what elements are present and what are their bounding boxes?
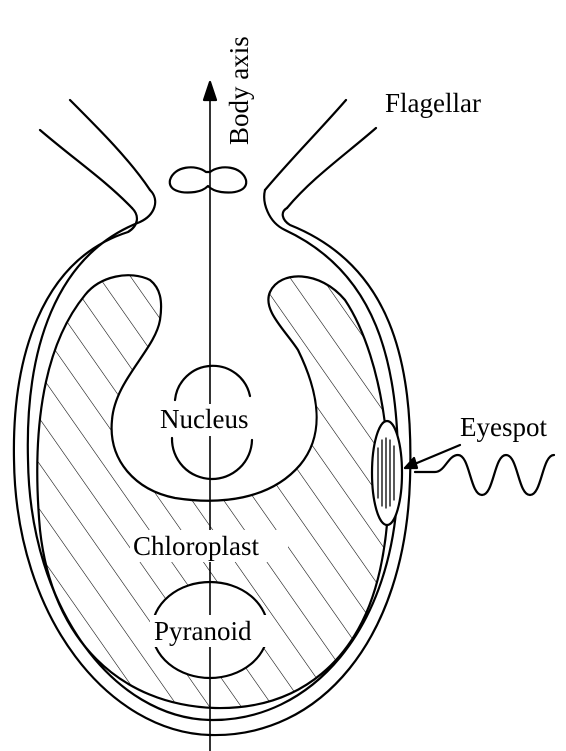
right-flagellum bbox=[265, 100, 376, 208]
left-flagellum bbox=[40, 100, 150, 208]
label-nucleus: Nucleus bbox=[160, 404, 248, 434]
label-chloroplast: Chloroplast bbox=[133, 531, 259, 561]
label-eyespot: Eyespot bbox=[460, 412, 547, 442]
label-pyranoid: Pyranoid bbox=[154, 616, 252, 646]
label-flagellar: Flagellar bbox=[385, 88, 481, 118]
label-body-axis: Body axis bbox=[224, 36, 254, 145]
basal-body bbox=[170, 167, 246, 192]
light-wave bbox=[415, 455, 554, 495]
eyespot-organelle bbox=[372, 421, 402, 525]
